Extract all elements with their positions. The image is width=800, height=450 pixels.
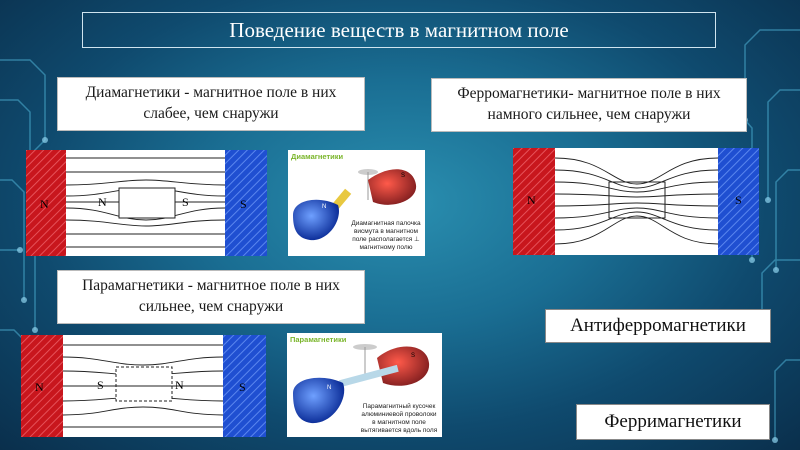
inner-label-s: S bbox=[97, 378, 104, 392]
photo-caption: Парамагнитный кусочек алюминиевой провол… bbox=[360, 403, 438, 434]
inner-label-s: S bbox=[182, 195, 189, 209]
photo-title: Парамагнетики bbox=[290, 335, 347, 344]
north-magnet bbox=[513, 148, 555, 255]
paramagnetic-field-diagram: N S N S bbox=[21, 335, 266, 437]
photo-caption: Диамагнитная палочка висмута в магнитном… bbox=[351, 220, 421, 251]
north-magnet bbox=[26, 150, 66, 256]
inner-label-n: N bbox=[175, 378, 184, 392]
caption-ferromagnetics: Ферромагнетики- магнитное поле в них нам… bbox=[431, 78, 747, 132]
sample-box bbox=[118, 187, 176, 219]
south-magnet bbox=[225, 150, 267, 256]
pole-label-s: S bbox=[411, 353, 415, 359]
north-magnet bbox=[21, 335, 63, 437]
aluminium-wire bbox=[338, 364, 399, 388]
red-pole bbox=[368, 169, 417, 205]
sample-box bbox=[115, 366, 173, 402]
south-magnet bbox=[223, 335, 266, 437]
magnet-label-s: S bbox=[239, 380, 246, 394]
blue-pole bbox=[293, 377, 345, 424]
photo-title: Диамагнетики bbox=[291, 152, 344, 161]
caption-paramagnetics: Парамагнетики - магнитное поле в них сил… bbox=[57, 270, 365, 324]
paramagnetic-photo: S N Парамагнетики Парамагнитный кусочек … bbox=[287, 333, 442, 437]
caption-diamagnetics: Диамагнетики - магнитное поле в них слаб… bbox=[57, 77, 365, 131]
diamagnetic-field-diagram: N N S S bbox=[26, 150, 267, 256]
blue-pole bbox=[293, 199, 339, 241]
pole-label-s: S bbox=[401, 173, 405, 179]
ferromagnetic-field-diagram: N S bbox=[513, 148, 759, 255]
pole-label-n: N bbox=[327, 385, 331, 391]
magnet-label-n: N bbox=[527, 193, 536, 207]
label-antiferromagnetics: Антиферромагнетики bbox=[545, 309, 771, 343]
pole-label-n: N bbox=[322, 204, 326, 210]
inner-label-n: N bbox=[98, 195, 107, 209]
red-pole bbox=[377, 346, 430, 386]
magnet-label-s: S bbox=[735, 193, 742, 207]
diamagnetic-photo: S N Диамагнетики Диамагнитная палочка ви… bbox=[288, 150, 425, 256]
magnet-label-s: S bbox=[240, 197, 247, 211]
south-magnet bbox=[718, 148, 759, 255]
magnet-label-n: N bbox=[35, 380, 44, 394]
slide-title: Поведение веществ в магнитном поле bbox=[82, 12, 716, 48]
sample-box bbox=[608, 181, 666, 219]
label-ferrimagnetics: Ферримагнетики bbox=[576, 404, 770, 440]
magnet-label-n: N bbox=[40, 197, 49, 211]
